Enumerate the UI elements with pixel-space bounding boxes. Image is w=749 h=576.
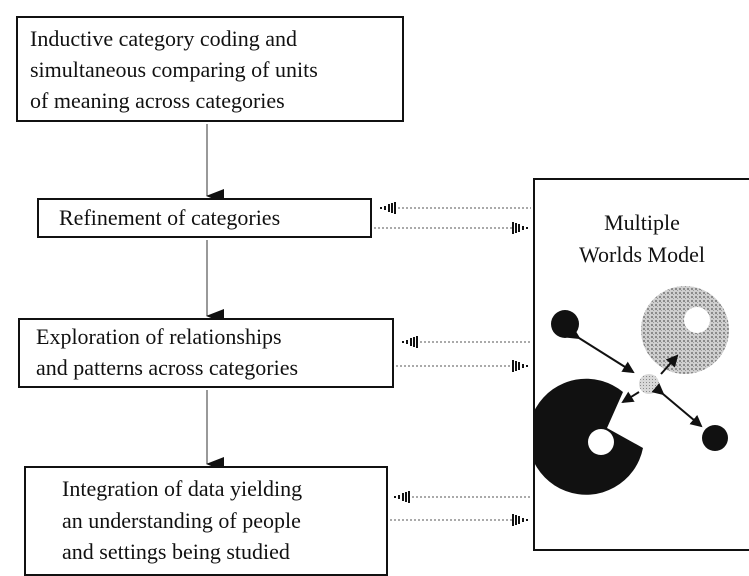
small-world-icon [702, 425, 728, 451]
multiple-worlds-model-panel: Multiple Worlds Model [533, 178, 749, 551]
right-arrowhead-icon [512, 360, 528, 372]
black-world-icon [535, 378, 643, 495]
connectors-layer [206, 124, 531, 526]
step-text-line: Integration of data yielding [62, 476, 303, 501]
small-world-icon [551, 310, 579, 338]
left-arrowhead-icon [394, 491, 410, 503]
model-title-line: Multiple [604, 210, 680, 235]
left-arrowhead-icon [380, 202, 396, 214]
step-text-line: and patterns across categories [36, 355, 299, 380]
step-text-line: simultaneous comparing of units [30, 57, 318, 82]
left-arrowhead-icon [402, 336, 418, 348]
link-step3-from-model [402, 336, 531, 348]
link-step3-to-model [396, 360, 528, 372]
step-box-coding: Inductive category coding and simultaneo… [16, 16, 404, 122]
link-step2-from-model [380, 202, 531, 214]
link-step4-to-model [390, 514, 528, 526]
worlds-illustration [535, 286, 729, 495]
step-text-line: Refinement of categories [59, 205, 281, 230]
diagram-canvas: Inductive category coding and simultaneo… [16, 16, 749, 576]
connector-arrow-icon [567, 327, 703, 428]
step-box-refinement: Refinement of categories [37, 198, 372, 238]
model-title-line: Worlds Model [579, 242, 705, 267]
step-text-line: and settings being studied [62, 539, 290, 564]
link-step2-to-model [374, 222, 528, 234]
step-text-line: Inductive category coding and [30, 26, 297, 51]
step-box-integration: Integration of data yielding an understa… [24, 466, 388, 576]
step-box-exploration: Exploration of relationships and pattern… [18, 318, 394, 388]
right-arrowhead-icon [512, 222, 528, 234]
step-text-line: Exploration of relationships [36, 324, 282, 349]
step-text-line: an understanding of people [62, 508, 301, 533]
step-text-line: of meaning across categories [30, 88, 285, 113]
gray-world-icon [641, 286, 729, 374]
right-arrowhead-icon [512, 514, 528, 526]
center-point-icon [639, 374, 659, 394]
link-step4-from-model [394, 491, 531, 503]
